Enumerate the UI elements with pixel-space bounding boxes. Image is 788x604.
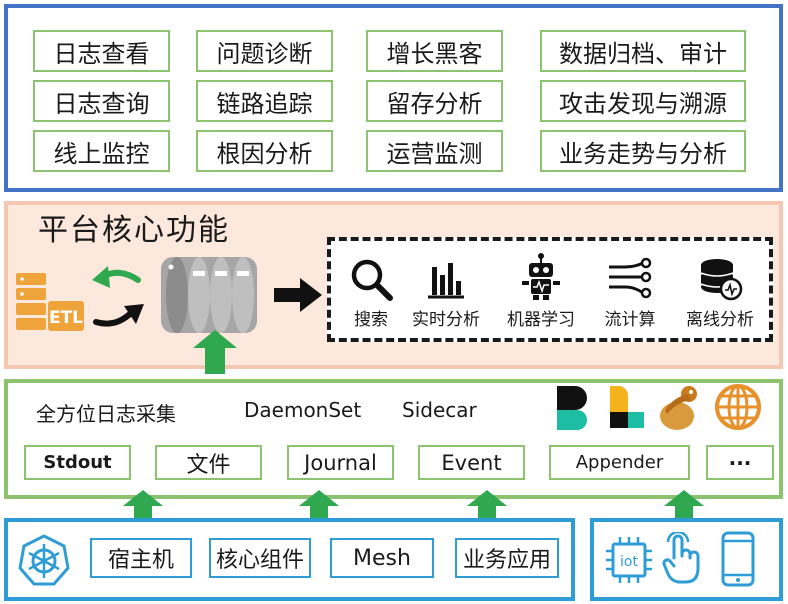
input-appender: Appender [549, 445, 690, 480]
use-case-growth-hacker: 增长黑客 [366, 30, 503, 72]
stream-flow-icon [609, 257, 652, 299]
up-arrow-source-2 [299, 490, 339, 526]
kubernetes-icon [18, 534, 70, 586]
up-arrow-source-1 [123, 490, 163, 526]
input-journal: Journal [287, 445, 394, 480]
use-case-archive-audit: 数据归档、审计 [540, 30, 746, 72]
to-features-arrow [274, 278, 322, 312]
core-title: 平台核心功能 [38, 213, 230, 248]
use-case-ops-monitor: 运营监测 [366, 130, 503, 172]
use-case-log-view: 日志查看 [33, 30, 170, 72]
iot-chip-icon: iot [604, 535, 654, 585]
feature-stream-label: 流计算 [604, 310, 656, 330]
feature-search: 搜索 [339, 257, 403, 330]
source-core-components: 核心组件 [209, 538, 311, 578]
feature-machine-learning: 机器学习 [498, 253, 584, 330]
use-case-attack-trace: 攻击发现与溯源 [540, 80, 746, 122]
up-arrow-devices [664, 490, 704, 526]
mobile-phone-icon [720, 531, 756, 587]
search-icon [351, 259, 393, 301]
feature-realtime-label: 实时分析 [412, 310, 480, 330]
logstash-logo-icon [606, 384, 646, 430]
source-business-apps: 业务应用 [455, 538, 559, 578]
up-arrow-source-3 [467, 490, 507, 526]
use-case-tracing: 链路追踪 [196, 80, 333, 122]
etl-exchange-arrows [88, 262, 148, 334]
feature-offline-analysis: 离线分析 [675, 257, 765, 330]
storage-disks-icon [155, 253, 263, 337]
use-case-retention: 留存分析 [366, 80, 503, 122]
etl-label: ETL [49, 308, 83, 328]
bar-chart-icon [428, 263, 464, 299]
fluentd-logo-icon [657, 384, 705, 432]
beats-logo-icon [553, 384, 593, 430]
use-case-business-trend: 业务走势与分析 [540, 130, 746, 172]
mode-sidecar: Sidecar [402, 398, 477, 422]
feature-realtime-analysis: 实时分析 [403, 257, 489, 330]
source-mesh: Mesh [330, 538, 434, 578]
use-case-online-monitor: 线上监控 [33, 130, 170, 172]
input-more: ··· [706, 445, 774, 480]
feature-offline-label: 离线分析 [686, 310, 754, 330]
use-case-root-cause: 根因分析 [196, 130, 333, 172]
mode-daemonset: DaemonSet [244, 398, 362, 422]
collection-title: 全方位日志采集 [36, 402, 176, 426]
use-case-log-query: 日志查询 [33, 80, 170, 122]
touch-hand-icon [660, 532, 704, 586]
feature-search-label: 搜索 [354, 310, 388, 330]
source-host: 宿主机 [90, 538, 192, 578]
use-case-diagnosis: 问题诊断 [196, 30, 333, 72]
iot-label: iot [620, 554, 638, 570]
input-stdout: Stdout [24, 445, 131, 480]
feature-stream-computing: 流计算 [594, 257, 666, 330]
globe-logo-icon [713, 382, 763, 432]
input-event: Event [418, 445, 525, 480]
etl-icon: ETL [14, 265, 86, 337]
database-icon [700, 259, 743, 301]
input-file: 文件 [155, 445, 262, 480]
feature-ml-label: 机器学习 [507, 310, 575, 330]
robot-icon [522, 253, 560, 300]
up-arrow-collect-to-core [193, 330, 237, 374]
